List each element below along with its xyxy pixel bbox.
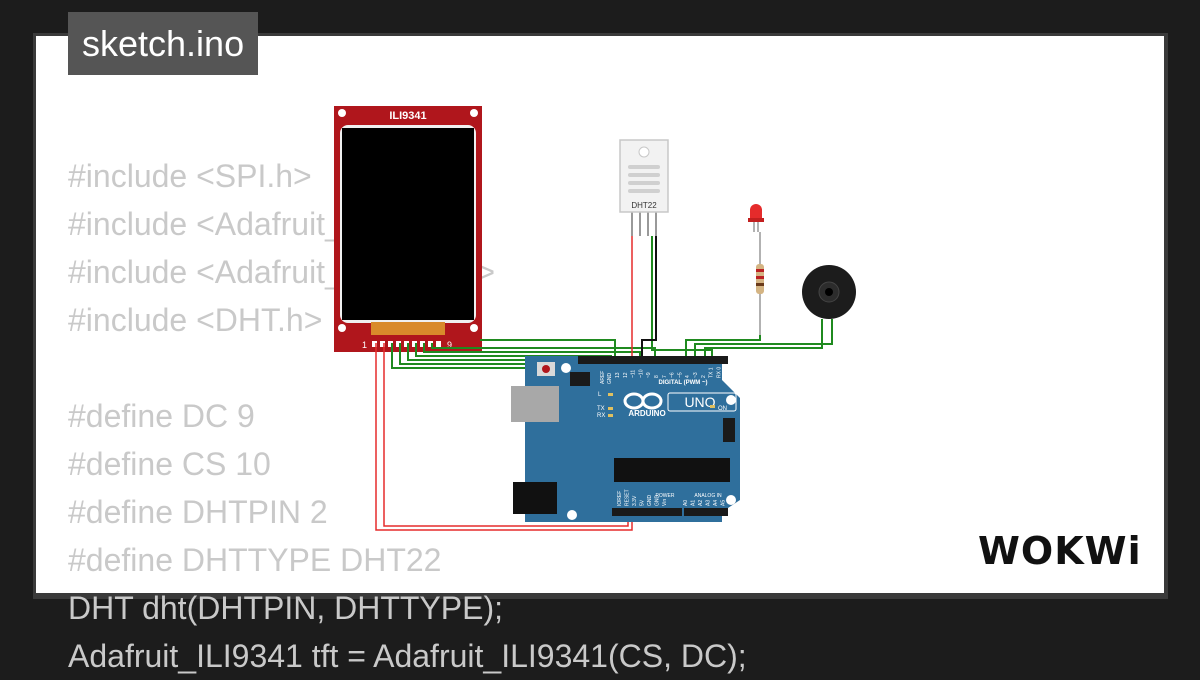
tx-label: TX: [597, 406, 605, 412]
digital-pin-label: ~3: [693, 372, 699, 378]
digital-pin-label: RX 0: [716, 367, 722, 378]
display-pin-first: 1: [362, 340, 367, 350]
board-name: UNO: [684, 394, 715, 410]
power-pin-label: Vin: [662, 499, 668, 506]
black-wires: [641, 236, 657, 356]
digital-pin-label: 2: [701, 375, 707, 378]
arduino-uno-board[interactable]: ARDUINO UNO DIGITAL (PWM ~) POWER ANALOG…: [511, 356, 740, 522]
analog-header: [684, 508, 728, 516]
code-line: #define DC 9: [68, 398, 255, 434]
circuit-diagram: ILI9341 1 9 DHT22: [334, 106, 856, 531]
aref-pin-label: AREF: [600, 371, 606, 384]
analog-label: ANALOG IN: [694, 493, 722, 499]
digital-pin-label: 7: [662, 375, 668, 378]
digital-pin-label: ~6: [670, 372, 676, 378]
analog-pin-label: A4: [713, 500, 719, 506]
power-pin-label: 3.3V: [632, 495, 638, 506]
code-line: #include <DHT.h>: [68, 302, 323, 338]
power-label: POWER: [656, 493, 675, 499]
usb-connector: [511, 386, 559, 422]
display-header-pins: [372, 341, 441, 347]
code-line: #define CS 10: [68, 446, 271, 482]
digital-label: DIGITAL (PWM ~): [659, 380, 708, 386]
digital-pin-label: 4: [685, 375, 691, 378]
power-pin-label: IOREF: [617, 491, 623, 506]
digital-pin-label: ~10: [638, 369, 644, 378]
display-ribbon: [371, 322, 445, 335]
wokwi-logo: WOKWi: [978, 529, 1142, 573]
atmega-chip: [614, 458, 730, 482]
power-pin-label: 5V: [640, 499, 646, 506]
code-line: DHT dht(DHTPIN, DHTTYPE);: [68, 590, 503, 626]
digital-pin-label: 8: [654, 375, 660, 378]
analog-pin-label: A2: [698, 500, 704, 506]
dht22-sensor[interactable]: DHT22: [619, 139, 669, 236]
rx-label: RX: [597, 413, 605, 419]
gnd-pin-label: GND: [607, 373, 613, 385]
code-line: #define DHTTYPE DHT22: [68, 542, 442, 578]
code-line: #include <SPI.h>: [68, 158, 312, 194]
code-line: Adafruit_ILI9341 tft = Adafruit_ILI9341(…: [68, 638, 747, 674]
analog-pin-label: A5: [721, 500, 727, 506]
power-pin-label: GND: [655, 495, 661, 507]
analog-pin-label: A1: [691, 500, 697, 506]
power-jack: [513, 482, 557, 514]
digital-pin-label: ~9: [646, 372, 652, 378]
power-header: [612, 508, 682, 516]
power-pin-label: RESET: [625, 489, 631, 506]
display-label: ILI9341: [389, 110, 426, 122]
l-label: L: [598, 392, 602, 398]
buzzer[interactable]: [802, 265, 856, 319]
power-pin-label: GND: [647, 495, 653, 507]
digital-header: [578, 356, 728, 364]
ili9341-display[interactable]: ILI9341 1 9: [334, 106, 482, 352]
display-screen: [342, 128, 474, 320]
board-brand: ARDUINO: [628, 409, 665, 418]
red-led[interactable]: [748, 204, 764, 232]
digital-pin-label: ~11: [631, 370, 637, 378]
digital-pin-label: ~5: [677, 372, 683, 378]
digital-pin-label: TX 1: [709, 367, 715, 378]
display-pin-last: 9: [447, 340, 452, 350]
code-line: #define DHTPIN 2: [68, 494, 328, 530]
sensor-label: DHT22: [631, 201, 657, 210]
sketch-filename-tab[interactable]: sketch.ino: [68, 12, 259, 75]
logo-text: WOKWi: [978, 529, 1142, 573]
on-label: ON: [718, 406, 727, 412]
digital-pin-label: 12: [623, 372, 629, 378]
analog-pin-label: A0: [683, 500, 689, 506]
resistor[interactable]: [756, 232, 764, 335]
analog-pin-label: A3: [706, 500, 712, 506]
digital-pin-label: 13: [615, 372, 621, 378]
